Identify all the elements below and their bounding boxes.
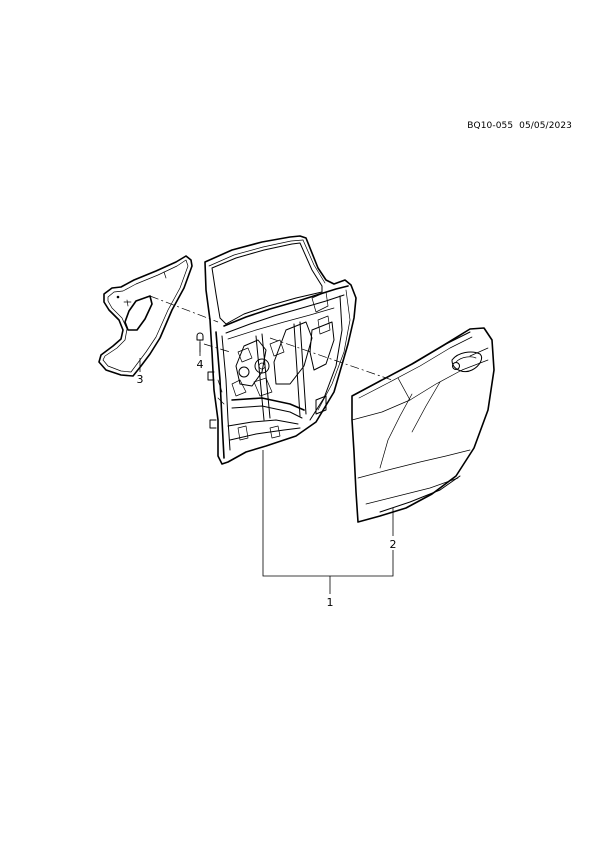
reference-code: BQ10-055 05/05/2023 (467, 121, 572, 131)
callout-4: 4 (197, 358, 204, 371)
leader-lines (139, 342, 394, 594)
door-frame-icon (204, 235, 357, 465)
alignment-lines (149, 295, 393, 381)
outer-door-panel-icon (351, 327, 495, 523)
water-deflector-sheet-icon (98, 255, 193, 377)
callout-1: 1 (327, 596, 334, 609)
callout-3: 3 (137, 373, 144, 386)
callout-2: 2 (390, 538, 397, 551)
